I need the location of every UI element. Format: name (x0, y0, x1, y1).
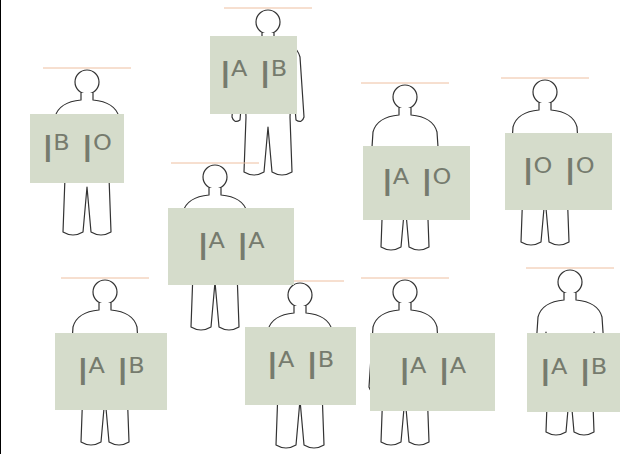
genotype-sign: Iᴬ Iᴮ (527, 333, 620, 412)
genotype-label: Iᴬ Iᴮ (220, 56, 287, 94)
genotype-sign: Iᴬ Iᴮ (55, 333, 167, 410)
genotype-sign: Iᴮ Iᴼ (30, 114, 124, 183)
genotype-label: Iᴬ Iᴮ (77, 353, 144, 391)
genotype-label: Iᴬ Iᴮ (267, 347, 334, 385)
genotype-label: Iᴬ Iᴼ (382, 164, 452, 202)
person-figure (256, 281, 344, 448)
genotype-label: Iᴮ Iᴼ (42, 130, 112, 168)
genotype-label: Iᴬ Iᴬ (399, 353, 466, 391)
genotype-sign: Iᴼ Iᴼ (505, 133, 612, 210)
genotype-sign: Iᴬ Iᴬ (370, 333, 495, 411)
genotype-sign: Iᴬ Iᴬ (168, 208, 294, 285)
genotype-sign: Iᴬ Iᴮ (245, 327, 356, 405)
genotype-label: Iᴼ Iᴼ (522, 153, 594, 191)
genotype-label: Iᴬ Iᴬ (197, 228, 264, 266)
genotype-sign: Iᴬ Iᴮ (210, 36, 297, 114)
genotype-label: Iᴬ Iᴮ (540, 354, 607, 392)
frame-edge (0, 0, 1, 454)
genotype-sign: Iᴬ Iᴼ (363, 146, 470, 220)
